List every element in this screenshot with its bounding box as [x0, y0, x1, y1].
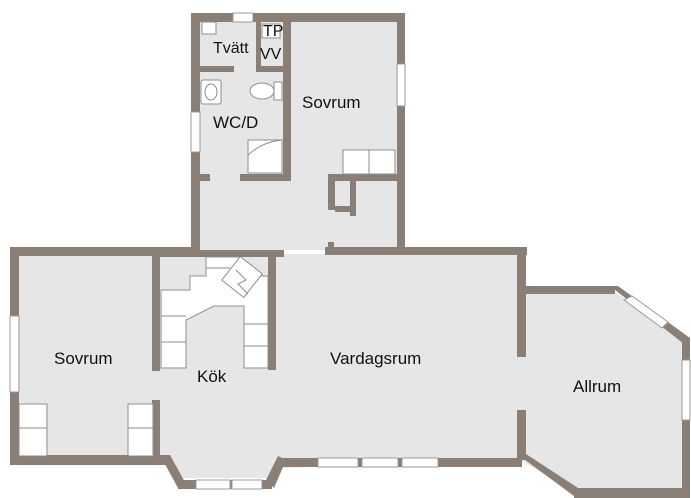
- wall-bath-laundry-2: [256, 66, 290, 72]
- fixtures: [18, 21, 396, 457]
- wall-bedroom-kitchen-low: [152, 400, 160, 458]
- wall-allrum-diag-bottom: [517, 454, 578, 496]
- window-living-bottom-2: [361, 457, 399, 468]
- wall-bedroom-bottom: [328, 174, 398, 181]
- bed-right-2: [127, 427, 154, 457]
- bed-left-2: [18, 427, 48, 457]
- wall-bath-bedroom: [283, 20, 291, 180]
- window-bay-1: [195, 479, 231, 490]
- wall-main-top-mid: [160, 250, 284, 257]
- room-label-tvatt: Tvätt: [213, 40, 249, 57]
- wall-bay-left: [160, 455, 186, 488]
- wall-bath-stub: [198, 174, 210, 181]
- shower-arc: [247, 139, 283, 156]
- window-bay-2: [231, 479, 263, 490]
- toilet-tank: [273, 81, 283, 101]
- wall-main-top-left: [10, 247, 200, 256]
- wall-bath-bottom: [240, 174, 291, 181]
- wall-bottom-left: [10, 455, 170, 465]
- dryer: [261, 23, 281, 39]
- room-label-vardagsrum: Vardagsrum: [330, 349, 422, 368]
- wall-bedroom-stub: [328, 174, 335, 210]
- wall-living-right-low: [517, 410, 526, 460]
- window-living-bottom-3: [401, 457, 439, 468]
- wall-bedroom-stub-2: [350, 178, 356, 216]
- window-bath-left: [190, 111, 201, 153]
- wardrobe-1: [342, 149, 370, 175]
- wall-right-top: [517, 247, 526, 357]
- wall-closet: [335, 206, 356, 212]
- room-label-kok: Kök: [197, 367, 227, 386]
- wall-bottom-main: [278, 458, 522, 467]
- room-label-vv: VV: [260, 46, 282, 63]
- counter-lines: [161, 267, 268, 347]
- shower: [247, 139, 283, 174]
- wall-allrum-bottom: [574, 488, 690, 498]
- room-label-wcd: WC/D: [213, 113, 259, 132]
- wall-bay-right: [266, 456, 286, 488]
- window-bedroom-right: [396, 63, 406, 107]
- toilet-bowl: [249, 82, 275, 100]
- room-label-allrum: Allrum: [573, 377, 622, 396]
- wall-bedroom-kitchen: [152, 254, 160, 371]
- window-laundry-top: [232, 12, 254, 23]
- wall-upper-top: [191, 13, 405, 22]
- room-label-sovrum-left: Sovrum: [54, 349, 113, 368]
- window-bedroom-left: [9, 315, 20, 393]
- wall-laundry-tp: [256, 20, 261, 70]
- window-allrum-right: [681, 359, 691, 421]
- wall-upper-right: [397, 13, 405, 250]
- washer: [201, 21, 217, 35]
- sink-bowl: [204, 83, 218, 101]
- wall-allrum-top: [517, 286, 615, 294]
- windows: [9, 12, 691, 490]
- wall-main-top-right: [325, 247, 527, 255]
- fridge: [221, 255, 263, 299]
- room-label-sovrum-upper: Sovrum: [302, 93, 361, 112]
- wall-kitchen-right: [268, 254, 276, 370]
- floor-upper-wing: [197, 20, 398, 250]
- fridge-zigzag: [235, 269, 249, 295]
- room-label-tp: TP: [263, 23, 284, 40]
- window-allrum-diag: [623, 295, 669, 329]
- wardrobe-2: [368, 149, 396, 175]
- window-living-bottom-1: [317, 457, 359, 468]
- wall-bath-laundry: [198, 66, 234, 72]
